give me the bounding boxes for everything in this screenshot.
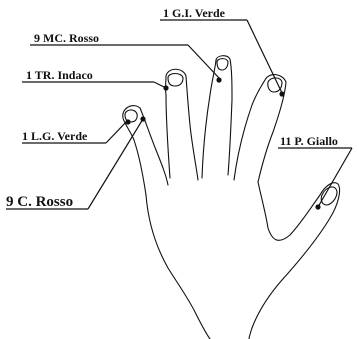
point-p	[315, 204, 320, 209]
label-lg: 1 L.G. Verde	[22, 129, 88, 143]
label-c: 9 C. Rosso	[6, 194, 73, 210]
label-gi: 1 G.I. Verde	[163, 6, 226, 20]
point-c	[140, 116, 145, 121]
label-p: 11 P. Giallo	[280, 134, 338, 148]
point-labels: 1 G.I. Verde 9 MC. Rosso 1 TR. Indaco 1 …	[6, 6, 338, 210]
hand-outline	[123, 56, 340, 339]
label-mc: 9 MC. Rosso	[34, 31, 99, 45]
leader-lines	[6, 20, 352, 209]
point-lg	[125, 119, 130, 124]
label-tr: 1 TR. Indaco	[26, 68, 93, 82]
point-tr	[163, 85, 168, 90]
point-gi	[279, 91, 284, 96]
point-mc	[216, 77, 221, 82]
